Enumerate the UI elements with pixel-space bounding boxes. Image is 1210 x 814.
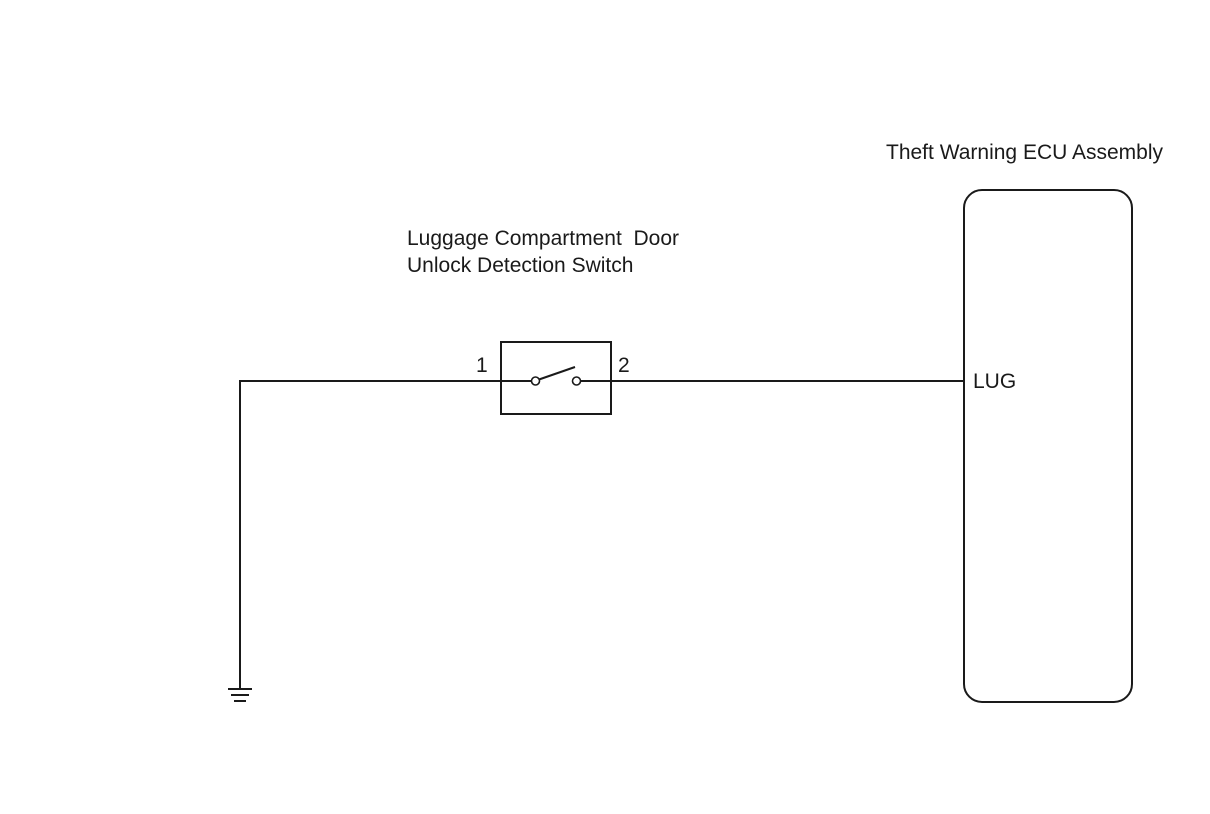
switch-housing bbox=[500, 341, 612, 415]
ground-wire bbox=[239, 380, 501, 688]
switch-contact-icon bbox=[501, 366, 611, 386]
switch-title-line2: Unlock Detection Switch bbox=[407, 254, 633, 277]
switch-title-line1: Luggage Compartment Door bbox=[407, 227, 679, 250]
switch-pin-1: 1 bbox=[476, 354, 488, 377]
switch-pin-2: 2 bbox=[618, 354, 630, 377]
ecu-title: Theft Warning ECU Assembly bbox=[886, 141, 1163, 164]
ground-icon bbox=[228, 688, 252, 702]
ecu-body bbox=[963, 189, 1133, 703]
ecu-terminal-label: LUG bbox=[973, 370, 1016, 393]
